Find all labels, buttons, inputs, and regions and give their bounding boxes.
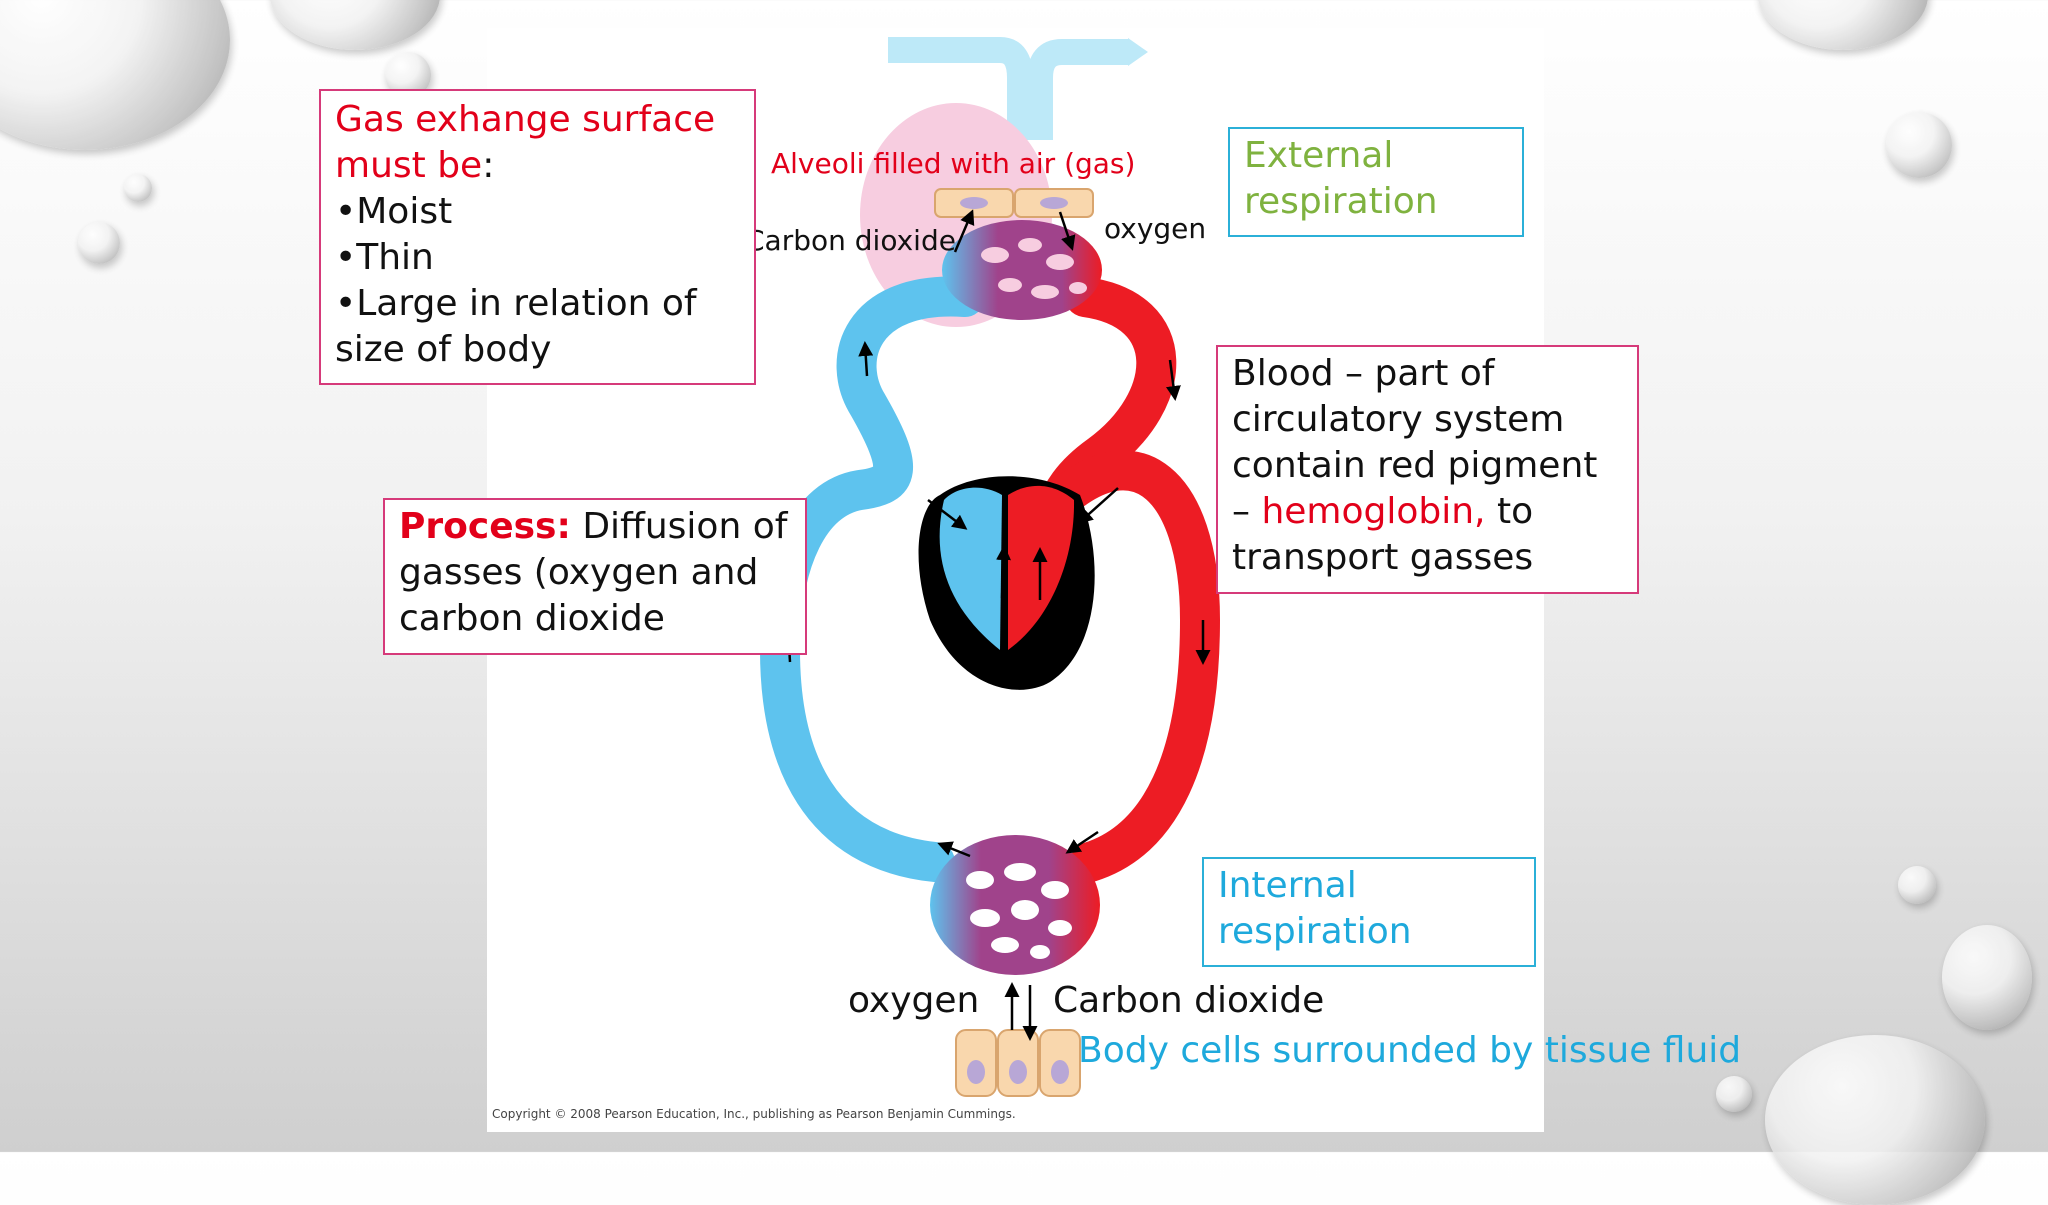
blood-line1: Blood – part of xyxy=(1232,353,1495,394)
blood-line3: contain red pigment xyxy=(1232,445,1598,486)
body-capillary-bed xyxy=(930,835,1100,975)
gas-exchange-title-line1: Gas exhange surface xyxy=(335,99,716,140)
hemoglobin-term: hemoglobin, xyxy=(1261,491,1486,532)
external-respiration-line1: External xyxy=(1244,135,1394,176)
gas-exchange-colon: : xyxy=(482,145,495,186)
carbon-dioxide-bottom-label: Carbon dioxide xyxy=(1053,980,1325,1021)
oxygen-bottom-label: oxygen xyxy=(848,980,980,1021)
oxygen-top-label: oxygen xyxy=(1104,212,1207,245)
requirement-item: •Large in relation of xyxy=(335,283,697,324)
water-drop-decoration xyxy=(1716,1076,1752,1112)
requirement-item: •Moist xyxy=(335,191,453,232)
body-cells-label: Body cells surrounded by tissue fluid xyxy=(1078,1030,1742,1071)
alveoli-label: Alveoli filled with air (gas) xyxy=(771,147,1136,180)
heart xyxy=(918,476,1095,690)
water-drop-decoration xyxy=(1886,112,1952,178)
water-drop-decoration xyxy=(1942,925,2032,1030)
blood-info-box: Blood – part of circulatory system conta… xyxy=(1216,345,1639,594)
lung-capillary-bed xyxy=(942,220,1102,320)
internal-respiration-box: Internal respiration xyxy=(1202,857,1536,967)
lung-wall-cells xyxy=(934,188,1094,218)
internal-respiration-line1: Internal xyxy=(1218,865,1357,906)
requirement-item: size of body xyxy=(335,329,552,370)
external-respiration-box: External respiration xyxy=(1228,127,1524,237)
process-text-line2: gasses (oxygen and xyxy=(399,552,759,593)
external-respiration-line2: respiration xyxy=(1244,181,1438,222)
copyright-text: Copyright © 2008 Pearson Education, Inc.… xyxy=(492,1107,1016,1121)
process-label: Process: xyxy=(399,506,571,547)
process-text-line3: carbon dioxide xyxy=(399,598,665,639)
water-drop-decoration xyxy=(1898,866,1936,904)
gas-exchange-box: Gas exhange surface must be: •Moist •Thi… xyxy=(319,89,756,385)
blood-line4-prefix: – xyxy=(1232,491,1262,532)
internal-respiration-line2: respiration xyxy=(1218,911,1412,952)
process-text-line1: Diffusion of xyxy=(570,506,788,547)
circulation-diagram xyxy=(759,37,1221,1097)
blood-line4-suffix: to xyxy=(1485,491,1534,532)
gas-exchange-title-line2: must be xyxy=(335,145,483,186)
carbon-dioxide-top-label: Carbon dioxide xyxy=(745,224,956,257)
requirement-item: •Thin xyxy=(335,237,434,278)
body-cells xyxy=(955,1029,1081,1097)
water-drop-decoration xyxy=(124,174,152,202)
blood-line2: circulatory system xyxy=(1232,399,1565,440)
gas-exchange-title-row2: must be: xyxy=(335,143,740,189)
water-drop-decoration xyxy=(78,222,120,264)
blood-line5: transport gasses xyxy=(1232,537,1534,578)
process-box: Process: Diffusion of gasses (oxygen and… xyxy=(383,498,807,655)
gas-exchange-title: Gas exhange surface xyxy=(335,97,740,143)
airflow-arrows xyxy=(888,37,1148,140)
